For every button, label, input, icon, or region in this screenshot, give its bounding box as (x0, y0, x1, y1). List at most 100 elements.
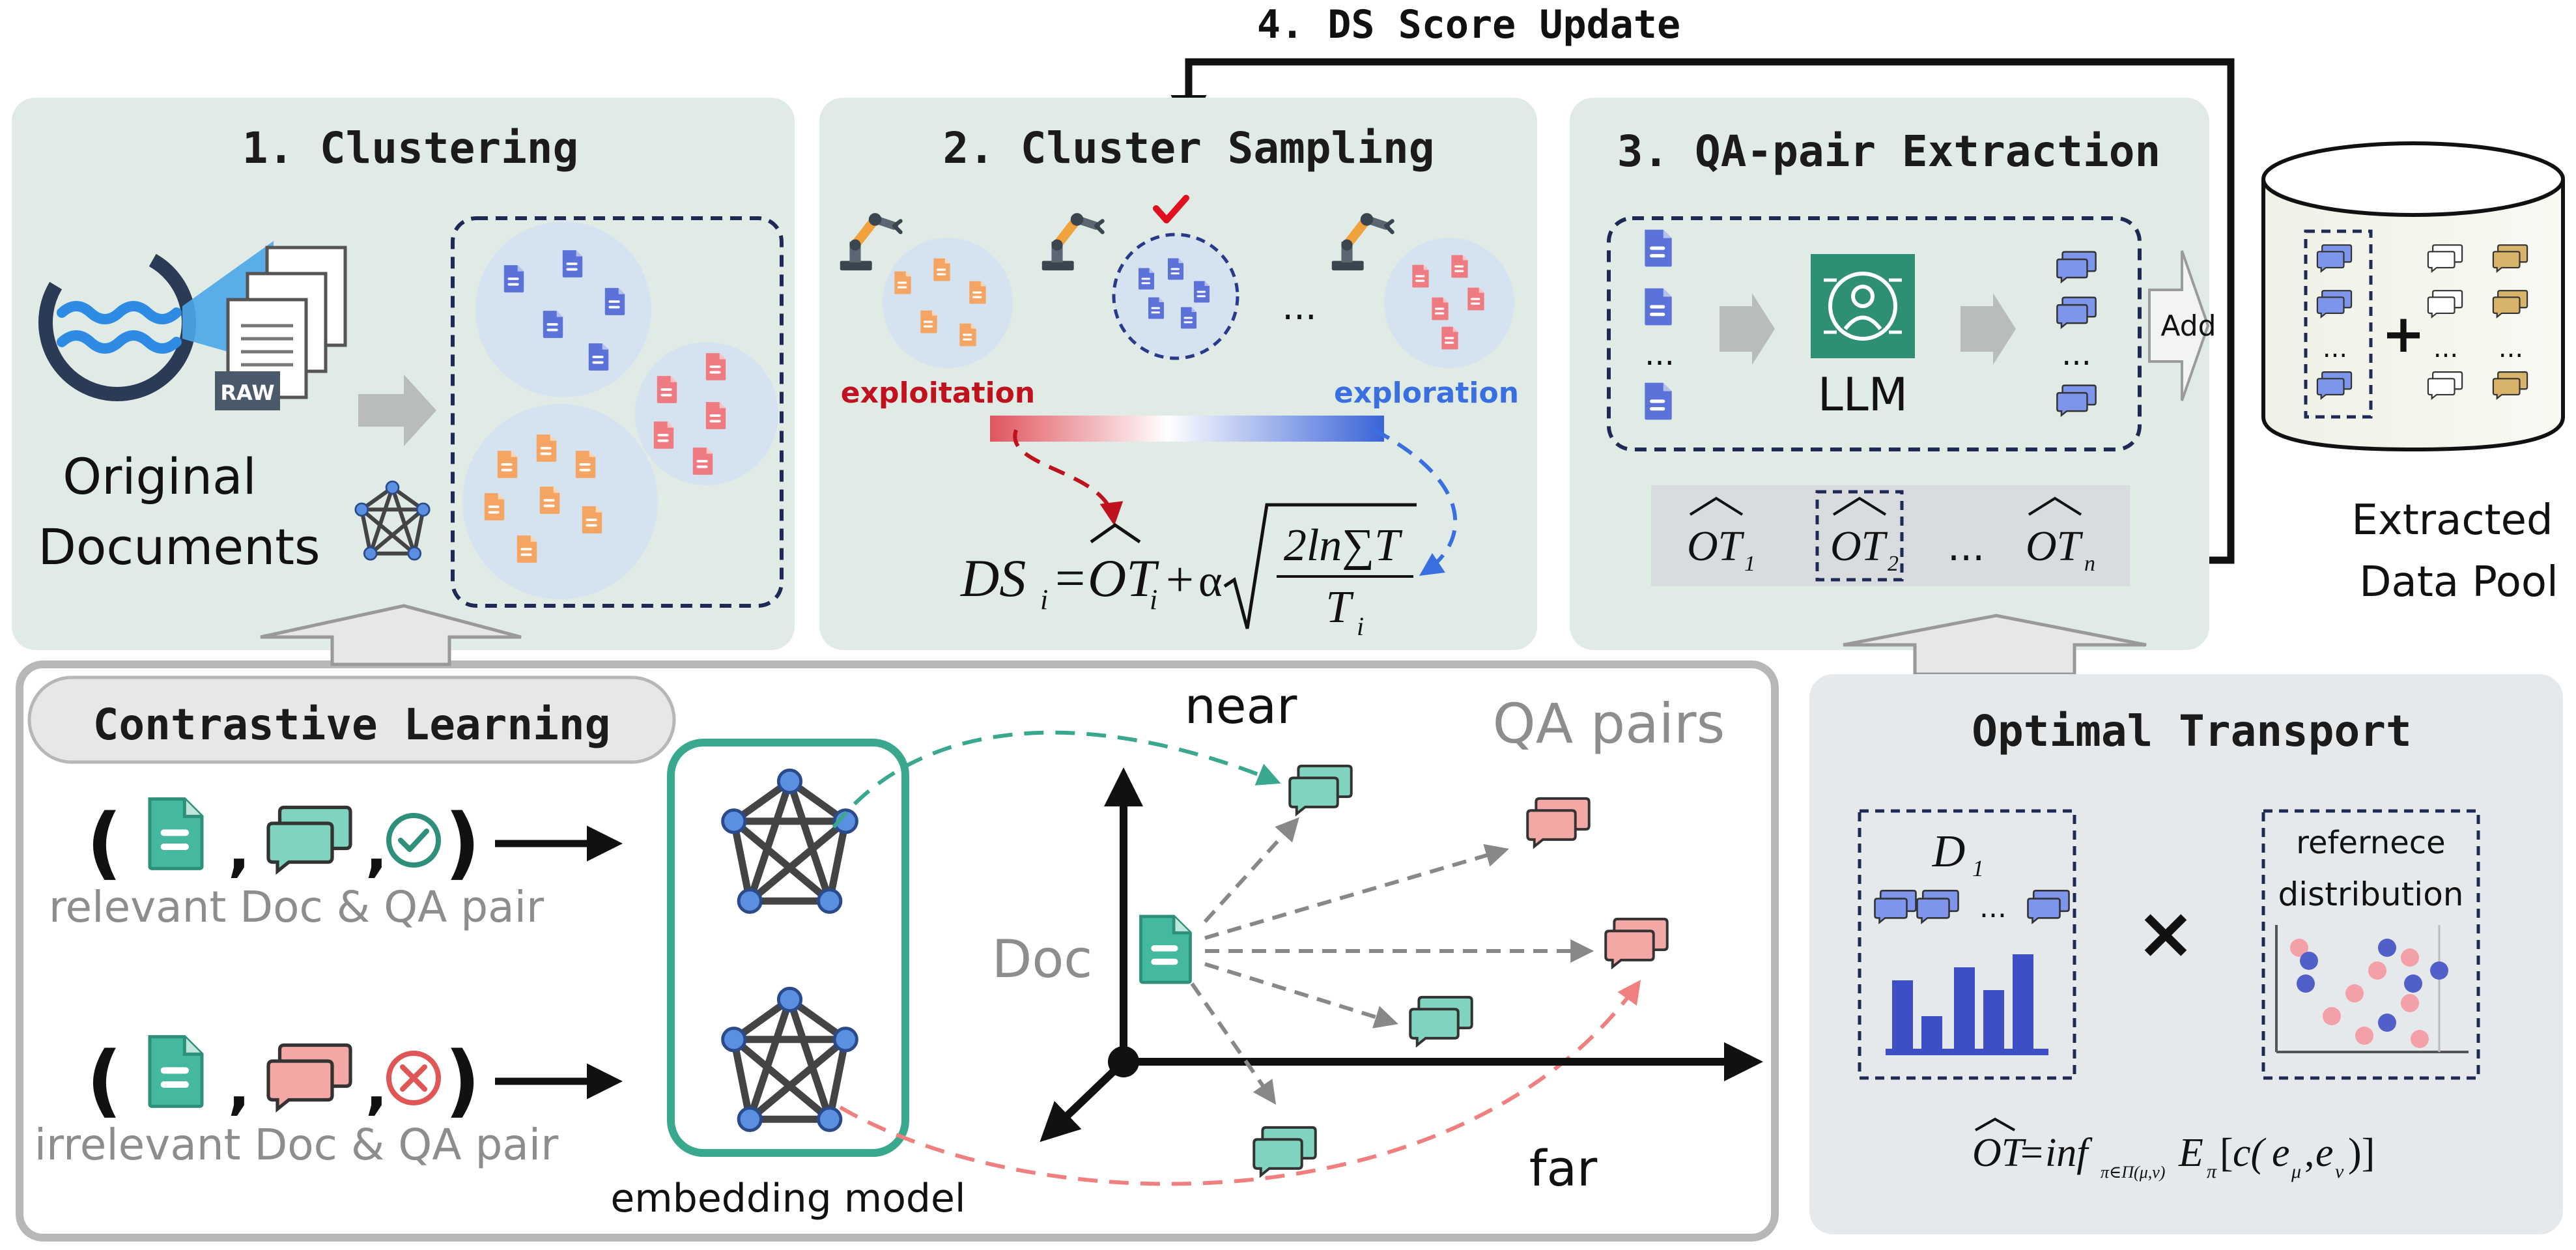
far-label: far (1529, 1139, 1598, 1197)
source-logo-icon (38, 244, 196, 401)
clusters-ellipsis: ... (1282, 286, 1316, 328)
to-llm-arrow (1720, 293, 1775, 365)
formula-ot-sub: i (1150, 584, 1157, 616)
ot-symbol: OT (1972, 1131, 2027, 1175)
d1-box (1858, 809, 2076, 1080)
pool-cylinder-top (2261, 141, 2565, 217)
arm-cluster-blue-selected (1112, 233, 1239, 360)
z-axis (1040, 1058, 1127, 1143)
llm-label: LLM (1818, 368, 1908, 421)
formula-alpha: α (1198, 556, 1223, 606)
ot-score-2: OT (1830, 522, 1888, 570)
pool-selection-box (2304, 229, 2373, 419)
up-arrow-to-clustering (260, 604, 522, 666)
row2-doc-icon (150, 1037, 202, 1107)
formula-lhs: DS (960, 548, 1026, 608)
ot-inf: inf (2045, 1131, 2093, 1175)
far-curve (839, 980, 1641, 1186)
formula-hat (1090, 522, 1141, 544)
add-label: Add (2160, 309, 2216, 343)
ot-score-1-sub: 1 (1744, 552, 1755, 576)
row1-paren-open: ( (87, 798, 122, 888)
formula-den-sub: i (1357, 612, 1364, 641)
ot-score-n-sub: n (2084, 552, 2095, 576)
panel-title: Optimal Transport (1972, 706, 2412, 756)
row1-caption: relevant Doc & QA pair (49, 882, 545, 932)
input-ellipsis: ... (1645, 336, 1675, 373)
irrelevant-cross-icon (386, 1051, 441, 1105)
extracted-data-pool: ... + ... ... Extracted Data Pool (2261, 141, 2565, 606)
origin-dot (1108, 1046, 1139, 1077)
raw-files-icon: RAW (215, 246, 347, 410)
panel-contrastive-learning: Contrastive Learning ( , , ) relevant Do… (16, 604, 1779, 1242)
qa-pairs-label: QA pairs (1493, 692, 1725, 756)
ot-e1-sub: μ (2291, 1161, 2301, 1182)
ot-bracket: [ (2220, 1131, 2233, 1175)
relevant-check-icon (386, 813, 441, 868)
add-arrow: Add (2148, 250, 2216, 401)
selected-score-box (1815, 490, 1904, 582)
panel-qa-extraction: 3. QA-pair Extraction ... LLM ... (1570, 98, 2216, 650)
pool-label-line1: Extracted (2351, 496, 2553, 545)
ot-e: E (2178, 1131, 2203, 1175)
exploit-explore-gradient-bar (990, 416, 1384, 442)
formula-numerator: 2ln∑T (1284, 520, 1403, 571)
ot-close: )] (2348, 1131, 2375, 1175)
panel-bg (1809, 674, 2563, 1234)
contrastive-title-pill (27, 675, 676, 764)
ot-score-n: OT (2026, 522, 2084, 570)
doc-label: Doc (992, 929, 1093, 989)
panel-title: 2. Cluster Sampling (943, 123, 1435, 173)
ot-comma: , (2304, 1131, 2315, 1175)
llm-icon (1811, 254, 1915, 358)
selected-check-icon (1153, 195, 1189, 223)
ot-eq: = (2020, 1131, 2043, 1175)
doc-point-icon (1141, 916, 1191, 982)
formula-eq: = (1055, 548, 1085, 608)
ot-formula: OT = inf π∈Π(μ,ν) E π [ c( e μ , e ν )] (1972, 1117, 2375, 1182)
row1-doc-icon (150, 799, 202, 869)
panel-title: 3. QA-pair Extraction (1617, 126, 2160, 177)
input-doc-icons (1645, 229, 1672, 420)
exploitation-arrow (1013, 429, 1124, 526)
source-label-line1: Original (63, 447, 256, 505)
row1-comma-2: , (365, 816, 388, 884)
extraction-box (1607, 216, 2142, 451)
ot-c: c( (2233, 1131, 2267, 1175)
ot-e-sub: π (2207, 1161, 2217, 1182)
d1-label: D (1932, 827, 1966, 877)
near-label: near (1185, 677, 1297, 735)
exploration-arrow (1373, 428, 1458, 576)
panel-optimal-transport: Optimal Transport D 1 ... × refernece di… (1809, 614, 2563, 1234)
scores-ellipsis: ... (1947, 524, 1985, 570)
row2-paren-open: ( (87, 1036, 122, 1126)
distance-arrows (1190, 817, 1594, 1105)
ot-hat (1975, 1117, 2015, 1131)
row2-paren-close: ) (445, 1036, 481, 1126)
pool-plus: + (2381, 304, 2425, 364)
reference-box (2261, 809, 2480, 1080)
ot-score-2-sub: 2 (1888, 552, 1899, 576)
row1-paren-close: ) (445, 798, 481, 888)
output-ellipsis: ... (2061, 336, 2091, 373)
row1-comma: , (228, 816, 250, 884)
row2-comma-2: , (365, 1053, 388, 1122)
feedback-label: 4. DS Score Update (1257, 2, 1680, 48)
ot-score-1: OT (1687, 522, 1745, 570)
embedding-model-label: embedding model (610, 1176, 965, 1221)
cluster-blue (475, 221, 651, 397)
reference-label-line1: refernece (2296, 825, 2445, 861)
up-arrow-to-extraction (1843, 614, 2147, 676)
row2-comma: , (228, 1053, 250, 1122)
cluster-arrow (358, 375, 436, 446)
ot-e2-sub: ν (2335, 1161, 2344, 1182)
arm-cluster-orange (883, 238, 1013, 368)
exploitation-label: exploitation (841, 376, 1036, 410)
formula-ot: OT (1088, 548, 1159, 608)
ot-scores: OT 1 OT 2 ... OT n (1687, 490, 2095, 582)
source-label-line2: Documents (38, 518, 320, 576)
ot-inf-sub: π∈Π(μ,ν) (2101, 1163, 2165, 1182)
panel-title: 1. Clustering (242, 123, 579, 173)
raw-tag: RAW (220, 380, 274, 405)
formula-lhs-sub: i (1040, 584, 1048, 616)
